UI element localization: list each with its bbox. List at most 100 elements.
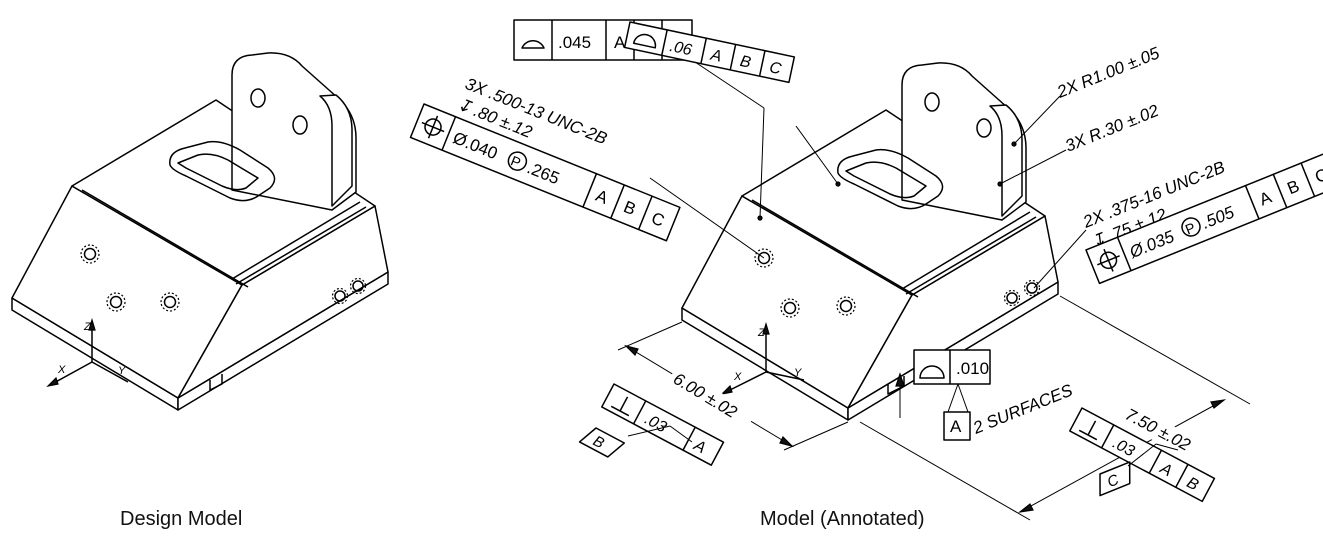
a-side-hole-dashed-1 bbox=[1003, 289, 1021, 307]
annotated-model: Z X Y .045 A B C bbox=[409, 19, 1323, 521]
y-axis bbox=[91, 361, 129, 383]
projected-zone-circle-2 bbox=[1181, 217, 1201, 237]
a-x-arrow bbox=[720, 384, 733, 395]
datum-b-feature: B bbox=[578, 427, 626, 458]
hole-dashed-1 bbox=[80, 244, 100, 264]
a-x-label: X bbox=[733, 371, 742, 383]
datum-a-label: A bbox=[950, 417, 962, 436]
ext-line-6-right bbox=[783, 421, 849, 451]
hole-2 bbox=[109, 295, 123, 309]
groove-edge-2 bbox=[235, 206, 367, 285]
dim-width-bg bbox=[665, 366, 756, 433]
design-model: Z X Y bbox=[11, 52, 389, 411]
tab-side bbox=[319, 94, 353, 207]
side-hole-1 bbox=[334, 290, 346, 302]
perpendicularity-symbol bbox=[619, 396, 629, 412]
fcf-perp-left: .03 A bbox=[601, 383, 725, 466]
fcf-position-3x-frame bbox=[409, 103, 681, 242]
dim-75-arrow-left bbox=[1017, 503, 1034, 513]
a-hole-3 bbox=[839, 299, 853, 313]
fcf-profile-06: .06 A B C bbox=[623, 21, 796, 84]
leader-profile-045-b bbox=[759, 107, 765, 219]
a-z-label: Z bbox=[757, 327, 766, 339]
a-side-hole-1 bbox=[1006, 292, 1018, 304]
fcf-profile-06-datum-b: B bbox=[738, 53, 752, 72]
dim-75-arrow-right bbox=[1210, 399, 1227, 409]
fcf-position-2x-div4 bbox=[1300, 162, 1316, 197]
fcf-perp-left-div1 bbox=[632, 400, 647, 425]
tab-hole-2 bbox=[292, 115, 308, 135]
y-label: Y bbox=[118, 365, 126, 377]
caption-annotated-model: Model (Annotated) bbox=[760, 508, 925, 530]
x-label: X bbox=[57, 364, 66, 376]
surface-profile-symbol-2 bbox=[632, 33, 657, 49]
a-tab-hole-1 bbox=[924, 92, 940, 112]
perpendicularity-symbol-2-base bbox=[1078, 429, 1098, 441]
fcf-profile-06-datum-c: C bbox=[768, 59, 783, 78]
a-hole-dashed-1 bbox=[754, 248, 774, 268]
fcf-profile-06-div3 bbox=[729, 44, 737, 71]
datum-a-tee bbox=[947, 383, 959, 413]
a-chamfer-edge bbox=[751, 199, 919, 298]
datum-b-box bbox=[578, 427, 626, 458]
a-tab-front bbox=[901, 62, 1027, 221]
x-arrow bbox=[46, 376, 59, 387]
fcf-perp-right-div3 bbox=[1175, 463, 1189, 488]
fcf-position-2x-div3 bbox=[1272, 174, 1288, 208]
leader-radius-large bbox=[1013, 95, 1061, 145]
datum-a-arrow bbox=[895, 372, 905, 387]
hole-3 bbox=[163, 295, 177, 309]
a-hole-dashed-2 bbox=[780, 298, 800, 318]
fcf-position-3x-div3 bbox=[610, 184, 625, 219]
z-arrow bbox=[88, 317, 96, 331]
surface-profile-symbol bbox=[521, 40, 545, 49]
hole-dashed-2 bbox=[106, 292, 126, 312]
position-symbol-2-v bbox=[1103, 248, 1114, 272]
datum-a-box bbox=[943, 411, 971, 441]
side-hole-2 bbox=[352, 280, 364, 292]
a-tab-hole-2 bbox=[976, 118, 992, 138]
fcf-perp-right-div2 bbox=[1148, 449, 1163, 474]
side-hole-dashed-2 bbox=[349, 277, 367, 295]
ext-line-75-left bbox=[859, 421, 1031, 521]
a-side-hole-dashed-2 bbox=[1023, 279, 1041, 297]
fcf-profile-010-value: .010 bbox=[956, 359, 989, 378]
dim-length-bg bbox=[1117, 401, 1210, 465]
fcf-profile-06-div2 bbox=[700, 38, 708, 64]
ext-line-75-right bbox=[1059, 295, 1251, 405]
tab-hole-1 bbox=[250, 88, 266, 108]
fcf-profile-06-value: .06 bbox=[668, 38, 693, 59]
fcf-position-2x: Ø.035 P .505 A B C bbox=[1085, 151, 1323, 285]
a-y-axis bbox=[765, 371, 805, 381]
x-axis bbox=[51, 361, 93, 385]
fcf-position-3x-div1 bbox=[441, 116, 457, 151]
datum-c-leader bbox=[1127, 443, 1157, 467]
a-side-hole-2 bbox=[1026, 282, 1038, 294]
projected-zone-circle bbox=[507, 151, 528, 171]
caption-design-model: Design Model bbox=[120, 508, 243, 530]
z-label: Z bbox=[83, 321, 92, 333]
datum-c-leader-2 bbox=[1155, 443, 1179, 451]
fcf-profile-045-value: .045 bbox=[558, 33, 591, 52]
datum-c-box bbox=[1099, 461, 1131, 497]
datum-b-leader bbox=[627, 425, 671, 437]
slot-outer bbox=[169, 140, 276, 202]
fcf-profile-06-div4 bbox=[758, 50, 766, 77]
datum-a-tee-2 bbox=[957, 383, 969, 413]
leader-radius-small bbox=[999, 149, 1067, 185]
a-slot-outer bbox=[837, 148, 944, 210]
datum-c-feature: C bbox=[1099, 461, 1131, 497]
a-tab-side bbox=[989, 104, 1023, 217]
slot-inner bbox=[177, 153, 259, 191]
depth-symbol-3x: ↧ bbox=[454, 94, 474, 117]
a-z-arrow bbox=[762, 321, 770, 335]
a-hole-2 bbox=[783, 301, 797, 315]
a-x-axis bbox=[725, 371, 767, 393]
fcf-perp-left-div2 bbox=[682, 426, 696, 451]
fcf-position-3x: Ø.040 P .265 A B C bbox=[409, 103, 681, 242]
callout-radius-small: 3X R.30 ±.02 bbox=[1062, 101, 1162, 156]
ext-line-6-left bbox=[617, 321, 683, 351]
hole-dashed-3 bbox=[160, 292, 180, 312]
fcf-profile-06-frame bbox=[623, 21, 796, 84]
